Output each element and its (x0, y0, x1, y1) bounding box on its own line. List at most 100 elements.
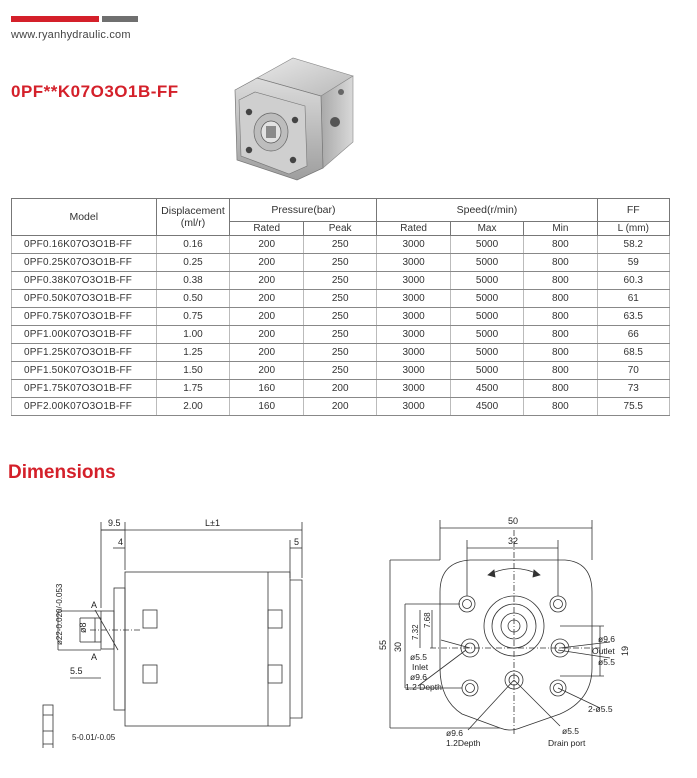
cell-l: 58.2 (596, 235, 671, 254)
cell-s-max: 5000 (449, 271, 525, 290)
outlet-diameter-2: ø5.5 (598, 657, 615, 667)
inlet-label: Inlet (412, 662, 429, 672)
cell-s-rated: 3000 (376, 361, 451, 380)
header-speed: Speed(r/min) (376, 198, 598, 222)
cell-l: 75.5 (596, 397, 671, 416)
cell-p-peak: 250 (302, 325, 378, 344)
cell-p-peak: 250 (302, 235, 378, 254)
product-title: 0PF**K07O3O1B-FF (11, 82, 179, 101)
dim-7-32: 7.32 (411, 624, 420, 640)
header-speed-min: Min (523, 221, 598, 236)
cell-disp: 0.38 (155, 271, 231, 290)
cell-s-min: 800 (523, 235, 598, 254)
dim-9-5: 9.5 (108, 518, 121, 528)
cell-l: 63.5 (596, 307, 671, 326)
cell-l: 59 (596, 253, 671, 272)
section-a-bottom: A (91, 652, 97, 662)
cell-model: 0PF0.38K07O3O1B-FF (11, 271, 157, 290)
cell-s-max: 5000 (449, 235, 525, 254)
cell-p-peak: 200 (302, 379, 378, 398)
cell-p-peak: 250 (302, 307, 378, 326)
header-speed-max: Max (449, 221, 525, 236)
website-url[interactable]: www.ryanhydraulic.com (11, 29, 131, 41)
cell-p-rated: 200 (229, 235, 304, 254)
cell-p-rated: 160 (229, 397, 304, 416)
cell-s-max: 5000 (449, 325, 525, 344)
flange-outline (439, 559, 593, 731)
cell-model: 0PF1.25K07O3O1B-FF (11, 343, 157, 362)
gear-pump-photo-icon (234, 57, 354, 181)
dim-pilot-22: ø22-0.020/-0.053 (55, 583, 64, 645)
cell-s-min: 800 (523, 307, 598, 326)
specification-table: Model Displacement (ml/r) Pressure(bar) … (11, 198, 671, 416)
dim-55: 55 (378, 640, 388, 650)
cell-l: 66 (596, 325, 671, 344)
cell-l: 61 (596, 289, 671, 308)
cell-l: 68.5 (596, 343, 671, 362)
cell-s-rated: 3000 (376, 343, 451, 362)
cell-s-rated: 3000 (376, 289, 451, 308)
cell-disp: 0.75 (155, 307, 231, 326)
cell-s-max: 4500 (449, 379, 525, 398)
cell-model: 0PF1.75K07O3O1B-FF (11, 379, 157, 398)
cell-s-min: 800 (523, 253, 598, 272)
cell-p-rated: 200 (229, 361, 304, 380)
cell-s-min: 800 (523, 271, 598, 290)
cell-l: 60.3 (596, 271, 671, 290)
header-pressure-peak: Peak (302, 221, 378, 236)
cell-model: 0PF1.50K07O3O1B-FF (11, 361, 157, 380)
cell-disp: 0.16 (155, 235, 231, 254)
cell-p-peak: 200 (302, 397, 378, 416)
cell-model: 0PF0.50K07O3O1B-FF (11, 289, 157, 308)
cell-model: 0PF2.00K07O3O1B-FF (11, 397, 157, 416)
cell-disp: 1.75 (155, 379, 231, 398)
cell-p-rated: 200 (229, 253, 304, 272)
inlet-diameter-2: ø9.6 (410, 672, 427, 682)
dim-5: 5 (294, 537, 299, 547)
dimension-drawing: 9.5 L±1 4 5 A A ø8 ø22-0.020/-0.053 5.5 … (42, 516, 630, 748)
cell-p-peak: 250 (302, 343, 378, 362)
cell-s-rated: 3000 (376, 271, 451, 290)
drain-port-label: Drain port (548, 738, 586, 748)
cell-s-rated: 3000 (376, 397, 451, 416)
pump-body-outline (124, 571, 291, 727)
cell-disp: 0.50 (155, 289, 231, 308)
section-a-top: A (91, 600, 97, 610)
cell-disp: 1.25 (155, 343, 231, 362)
cell-p-rated: 160 (229, 379, 304, 398)
dim-32: 32 (508, 536, 518, 546)
dim-5-5: 5.5 (70, 666, 83, 676)
inlet-diameter-1: ø5.5 (410, 652, 427, 662)
cell-s-max: 5000 (449, 307, 525, 326)
drain-diameter-1: ø9.6 (446, 728, 463, 738)
drain-depth: 1.2Depth (446, 738, 481, 748)
drain-diameter-2: ø5.5 (562, 726, 579, 736)
dim-30: 30 (393, 642, 403, 652)
header-pressure: Pressure(bar) (229, 198, 378, 222)
key-dimension: 5-0.01/-0.05 (72, 733, 116, 742)
cell-p-rated: 200 (229, 307, 304, 326)
header-displacement-label: Displacement (161, 205, 225, 217)
cell-model: 0PF0.25K07O3O1B-FF (11, 253, 157, 272)
header-speed-rated: Rated (376, 221, 451, 236)
cell-p-peak: 250 (302, 271, 378, 290)
cell-l: 73 (596, 379, 671, 398)
mounting-holes: 2-ø5.5 (588, 704, 613, 714)
cell-s-rated: 3000 (376, 235, 451, 254)
cell-p-peak: 250 (302, 361, 378, 380)
cell-s-max: 5000 (449, 361, 525, 380)
cell-p-rated: 200 (229, 289, 304, 308)
cell-disp: 1.00 (155, 325, 231, 344)
cell-s-min: 800 (523, 379, 598, 398)
inlet-depth: 1.2 Depth (405, 682, 442, 692)
